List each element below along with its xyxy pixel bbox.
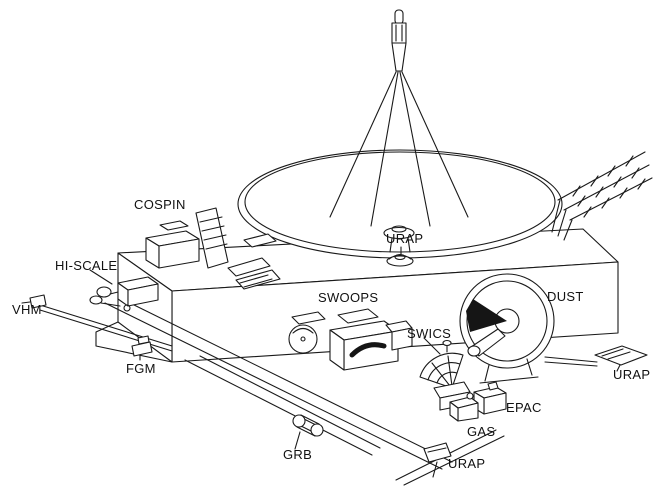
label-swoops: SWOOPS bbox=[318, 290, 379, 305]
label-swics: SWICS bbox=[407, 326, 452, 341]
label-dust: DUST bbox=[547, 289, 584, 304]
axial-boom-antennas bbox=[551, 151, 653, 241]
cospin-cluster bbox=[145, 207, 281, 290]
label-vhm: VHM bbox=[12, 302, 42, 317]
label-urap-right: URAP bbox=[613, 367, 651, 382]
magnetometer-boom bbox=[21, 294, 173, 361]
label-cospin: COSPIN bbox=[134, 197, 186, 212]
urap-deck-sensor bbox=[386, 246, 414, 267]
radial-booms bbox=[104, 297, 505, 486]
urap-bottom-unit bbox=[423, 442, 452, 478]
label-hi-scale: HI-SCALE bbox=[55, 258, 118, 273]
dust-detector bbox=[459, 273, 555, 384]
label-fgm: FGM bbox=[126, 361, 156, 376]
feed-tripod bbox=[329, 71, 469, 227]
label-urap-bottom: URAP bbox=[448, 456, 486, 471]
feed-mast bbox=[391, 9, 407, 72]
grb-assembly bbox=[292, 414, 324, 450]
epac-box bbox=[473, 381, 507, 415]
label-grb: GRB bbox=[283, 447, 313, 462]
urap-right-boom bbox=[544, 345, 648, 372]
label-epac: EPAC bbox=[506, 400, 542, 415]
label-gas: GAS bbox=[467, 424, 496, 439]
label-urap-dish: URAP bbox=[386, 231, 424, 246]
hi-scale-assembly bbox=[89, 269, 159, 312]
swics-assembly bbox=[419, 337, 471, 411]
swoops-assembly bbox=[288, 308, 413, 371]
gas-box bbox=[449, 392, 479, 422]
